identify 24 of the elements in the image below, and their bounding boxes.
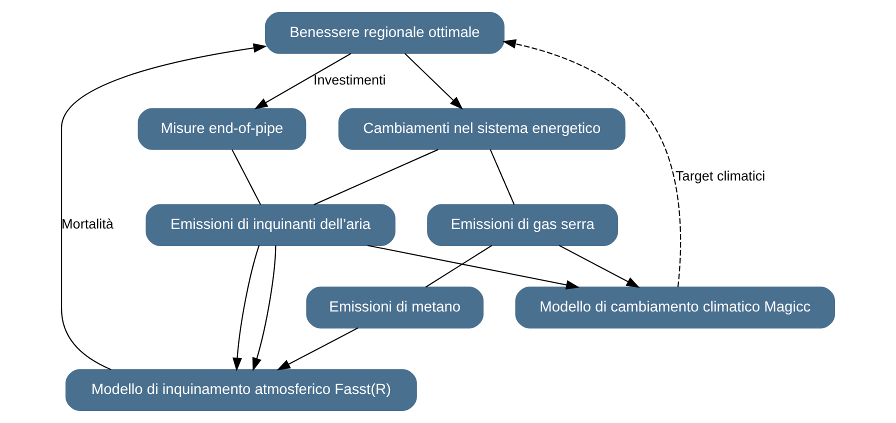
connector [425, 244, 492, 288]
arrow [558, 244, 640, 288]
arrow [60, 43, 267, 370]
node-box: Cambiamenti nel sistema energetico [338, 108, 626, 150]
arrow [232, 245, 260, 372]
arrow [252, 245, 276, 372]
arrow [404, 53, 464, 110]
connector [232, 149, 262, 205]
node-box: Emissioni di metano [306, 286, 484, 328]
connector [314, 149, 438, 206]
node-box: Emissioni di inquinanti dell’aria [146, 204, 396, 246]
edge-label: Target climatici [676, 168, 766, 184]
node-box: Modello di cambiamento climatico Magicc [515, 286, 836, 328]
node-box: Emissioni di gas serra [427, 204, 618, 246]
node-box: Modello di inquinamento atmosferico Fasst(R) [65, 369, 417, 411]
connector [490, 149, 515, 205]
arrow [367, 244, 580, 290]
arrow [502, 39, 682, 288]
node-box: Misure end-of-pipe [138, 108, 306, 150]
edge-label: Investimenti [314, 72, 386, 88]
node-box: Benessere regionale ottimale [264, 12, 504, 54]
arrow [254, 53, 352, 110]
edge-label: Mortalità [62, 216, 114, 232]
arrow [276, 327, 358, 370]
